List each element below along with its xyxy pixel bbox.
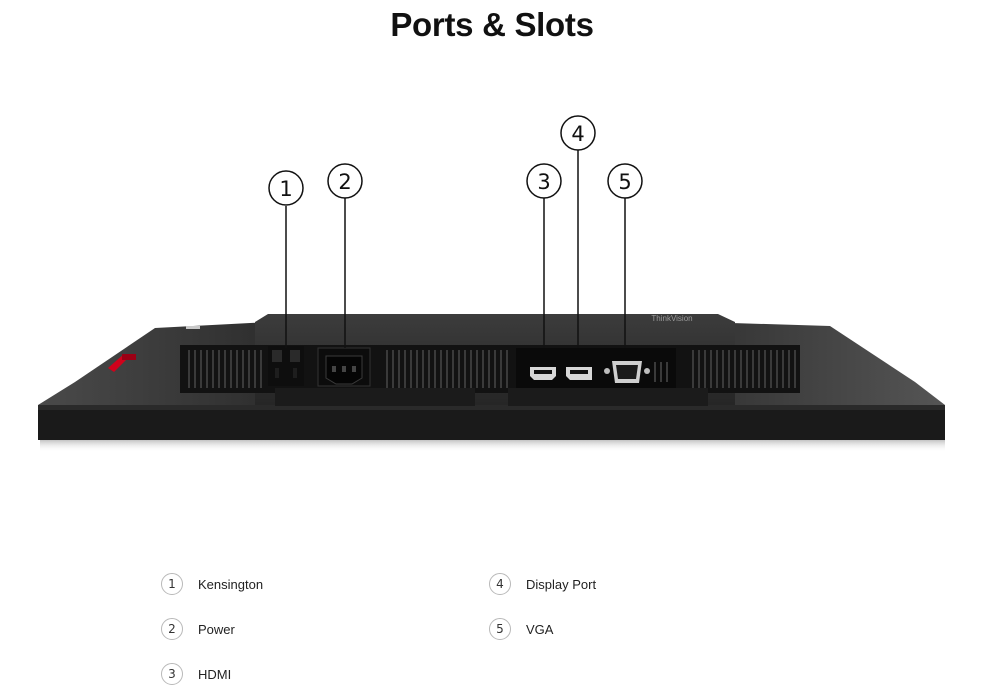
legend-item-kensington: 1 Kensington [161, 569, 263, 599]
hdmi-port [530, 367, 556, 380]
callout-3: 3 [526, 163, 562, 199]
floor-shadow [40, 440, 945, 452]
legend-label: VGA [526, 621, 554, 637]
monitor-rear-figure: ThinkVision 1 2 3 [0, 100, 984, 480]
callout-lines [285, 150, 626, 348]
legend-item-hdmi: 3 HDMI [161, 659, 231, 689]
middle-vents [386, 350, 508, 388]
vga-port [604, 361, 650, 383]
right-vents [692, 350, 796, 388]
red-accent-mark [108, 326, 200, 372]
legend-number-badge: 5 [489, 618, 511, 640]
callout-4: 4 [560, 115, 596, 151]
legend-label: Display Port [526, 576, 597, 592]
bezel-edge [38, 405, 945, 410]
page-title: Ports & Slots [390, 6, 594, 43]
monitor-rear-illustration: ThinkVision 1 2 3 [38, 115, 945, 452]
displayport-port [566, 367, 592, 380]
monitor-bezel [38, 405, 945, 440]
io-vents [654, 362, 668, 382]
callout-2-number: 2 [338, 170, 351, 194]
ports-legend: 1 Kensington 2 Power 3 HDMI 4 Display Po… [0, 568, 984, 696]
legend-label: HDMI [198, 666, 232, 682]
stand-pad-left [275, 388, 475, 406]
legend-item-vga: 5 VGA [489, 614, 553, 644]
legend-label: Kensington [198, 576, 264, 592]
callout-1: 1 [268, 170, 304, 206]
callout-5-number: 5 [618, 170, 631, 194]
callout-2: 2 [327, 163, 363, 199]
legend-item-display-port: 4 Display Port [489, 569, 596, 599]
legend-label: Power [198, 621, 235, 637]
callout-4-number: 4 [571, 122, 584, 146]
legend-item-power: 2 Power [161, 614, 235, 644]
legend-number-badge: 3 [161, 663, 183, 685]
legend-number-badge: 1 [161, 573, 183, 595]
legend-number-badge: 2 [161, 618, 183, 640]
legend-number-badge: 4 [489, 573, 511, 595]
left-vents [188, 350, 262, 388]
callout-1-number: 1 [279, 177, 292, 201]
callout-5: 5 [607, 163, 643, 199]
power-socket [317, 347, 371, 387]
kensington-slot [268, 346, 304, 386]
callout-3-number: 3 [537, 170, 550, 194]
stand-pad-right [508, 388, 708, 406]
brand-text: ThinkVision [651, 314, 692, 323]
